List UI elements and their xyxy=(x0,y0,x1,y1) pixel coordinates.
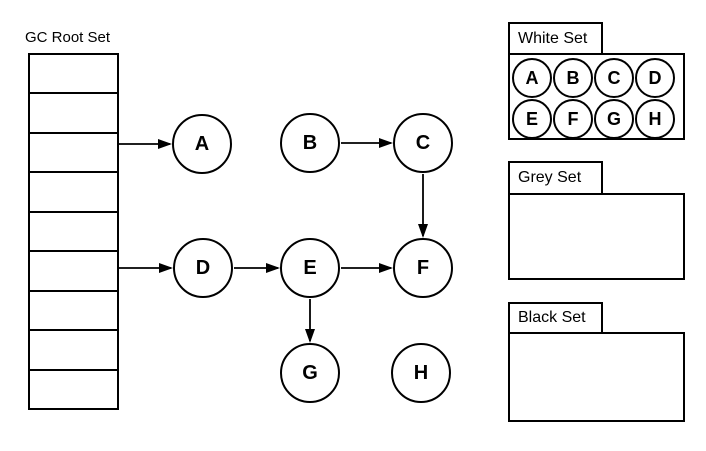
member-label: G xyxy=(606,108,621,129)
root-table-cell xyxy=(30,173,117,213)
root-table-cell xyxy=(30,331,117,371)
graph-node-h: H xyxy=(391,343,451,403)
white-set-member-d: D xyxy=(635,58,675,98)
white-set-members: A B C D E F G H xyxy=(510,55,683,139)
white-set-member-h: H xyxy=(635,99,675,139)
node-label: C xyxy=(415,131,431,154)
member-label: A xyxy=(525,67,539,88)
grey-set-label: Grey Set xyxy=(518,169,582,186)
black-set-label: Black Set xyxy=(518,309,586,326)
white-set-member-f: F xyxy=(553,99,593,139)
white-set-member-b: B xyxy=(553,58,593,98)
grey-set-tab: Grey Set xyxy=(508,161,603,195)
white-set-row: E F G H xyxy=(512,99,675,139)
white-set-tab: White Set xyxy=(508,22,603,55)
black-set-tab: Black Set xyxy=(508,302,603,334)
root-table-cell xyxy=(30,134,117,174)
white-set-member-g: G xyxy=(594,99,634,139)
member-label: B xyxy=(566,67,580,88)
graph-node-a: A xyxy=(172,114,232,174)
member-label: E xyxy=(525,108,538,129)
node-label: B xyxy=(302,131,318,154)
node-label: D xyxy=(195,256,211,279)
graph-node-b: B xyxy=(280,113,340,173)
white-set-row: A B C D xyxy=(512,58,675,98)
root-table-cell xyxy=(30,252,117,292)
member-label: F xyxy=(567,108,579,129)
graph-node-f: F xyxy=(393,238,453,298)
root-table-cell xyxy=(30,371,117,408)
node-label: F xyxy=(416,256,430,279)
grey-set-box xyxy=(508,193,685,280)
white-set-label: White Set xyxy=(518,29,588,47)
graph-node-e: E xyxy=(280,238,340,298)
node-label: A xyxy=(194,132,210,155)
node-label: H xyxy=(413,361,429,384)
root-table-cell xyxy=(30,55,117,95)
white-set-member-a: A xyxy=(512,58,552,98)
node-label: E xyxy=(303,256,317,279)
root-table-cell xyxy=(30,213,117,253)
white-set-member-c: C xyxy=(594,58,634,98)
member-label: H xyxy=(648,108,662,129)
graph-node-g: G xyxy=(280,343,340,403)
member-label: C xyxy=(607,67,621,88)
member-label: D xyxy=(648,67,662,88)
gc-root-set-title: GC Root Set xyxy=(25,29,111,46)
white-set-member-e: E xyxy=(512,99,552,139)
black-set-box xyxy=(508,332,685,422)
root-table-cell xyxy=(30,94,117,134)
graph-node-c: C xyxy=(393,113,453,173)
gc-root-set-table xyxy=(28,53,119,410)
root-table-cell xyxy=(30,292,117,332)
node-label: G xyxy=(302,361,318,384)
graph-node-d: D xyxy=(173,238,233,298)
white-set-box: A B C D E F G H xyxy=(508,53,685,140)
